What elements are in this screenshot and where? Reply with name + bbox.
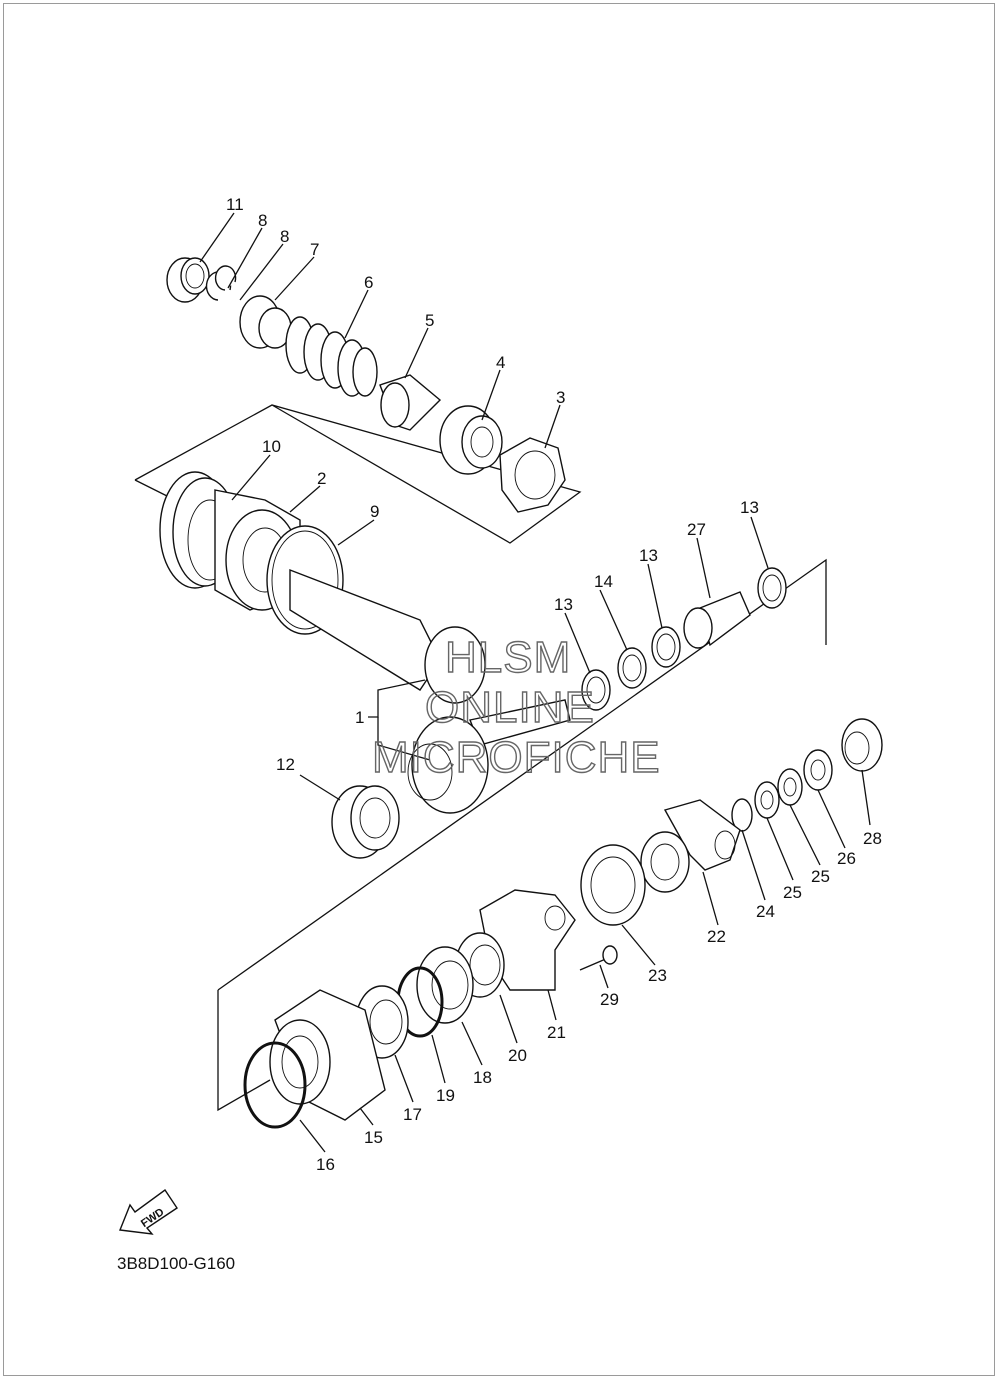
callout-4: 4	[496, 353, 505, 372]
lower-assembly-outline-top	[217, 558, 827, 991]
part-7-washer[interactable]	[239, 295, 292, 349]
part-13-washer-b[interactable]	[651, 626, 681, 668]
callout-5: 5	[425, 311, 434, 330]
watermark-line-3: MICROFICHE	[372, 733, 661, 782]
part-25-washer-a[interactable]	[754, 781, 780, 819]
callout-1: 1	[355, 708, 364, 727]
part-25-washer-b[interactable]	[777, 768, 803, 806]
callout-3: 3	[556, 388, 565, 407]
part-5-slider[interactable]	[379, 374, 442, 431]
callout-22: 22	[707, 927, 726, 946]
part-18-bearing[interactable]	[416, 946, 474, 1024]
callout-25: 25	[811, 867, 830, 886]
callout-7: 7	[310, 240, 319, 259]
part-12-needle-bearing[interactable]	[331, 785, 400, 859]
callout-14: 14	[594, 572, 613, 591]
callout-17: 17	[403, 1105, 422, 1124]
watermark: HLSM ONLINE MICROFICHE	[371, 632, 661, 782]
callout-21: 21	[547, 1023, 566, 1042]
callout-19: 19	[436, 1086, 455, 1105]
part-22-yoke[interactable]	[640, 799, 741, 893]
callout-25: 25	[783, 883, 802, 902]
lower-assembly-outline	[217, 990, 271, 1112]
callout-27: 27	[687, 520, 706, 539]
callout-13: 13	[740, 498, 759, 517]
callout-28: 28	[863, 829, 882, 848]
fwd-arrow-icon: FWD	[119, 1189, 178, 1235]
callout-29: 29	[600, 990, 619, 1009]
watermark-line-1: HLSM	[445, 633, 571, 682]
callout-9: 9	[370, 502, 379, 521]
diagram-frame	[3, 3, 995, 1376]
part-1-shaft-gear-assembly[interactable]	[289, 568, 571, 814]
callout-13: 13	[639, 546, 658, 565]
part-11-needle-bearing[interactable]	[166, 257, 210, 303]
part-6-spring[interactable]	[285, 316, 378, 397]
callout-11: 11	[226, 195, 244, 214]
part-26-nut[interactable]	[803, 749, 833, 791]
callout-26: 26	[837, 849, 856, 868]
callout-23: 23	[648, 966, 667, 985]
drawing-code: 3B8D100-G160	[117, 1254, 236, 1273]
callout-18: 18	[473, 1068, 492, 1087]
part-4-gear[interactable]	[439, 405, 503, 475]
callout-16: 16	[316, 1155, 335, 1174]
callout-15: 15	[364, 1128, 383, 1147]
part-27-spacer[interactable]	[683, 591, 751, 649]
part-29-bolt[interactable]	[579, 945, 618, 971]
callout-24: 24	[756, 902, 775, 921]
leader-lines	[199, 212, 871, 1153]
callout-13: 13	[554, 595, 573, 614]
watermark-line-2: ONLINE	[425, 683, 595, 732]
part-23-gear[interactable]	[580, 844, 646, 926]
part-14-bearing[interactable]	[617, 647, 647, 689]
upper-assembly-outline	[134, 404, 582, 544]
callout-12: 12	[276, 755, 295, 774]
callout-8: 8	[258, 211, 267, 230]
callout-2: 2	[317, 469, 326, 488]
part-3-nut[interactable]	[499, 437, 566, 513]
callout-20: 20	[508, 1046, 527, 1065]
callout-labels: 11 8 8 7 6 5 4 3 10 2 9 13 27 13 14 13 1…	[226, 195, 882, 1174]
part-28-cap[interactable]	[841, 718, 883, 772]
callout-8: 8	[280, 227, 289, 246]
callout-10: 10	[262, 437, 281, 456]
part-13-washer-a[interactable]	[581, 669, 611, 711]
callout-6: 6	[364, 273, 373, 292]
part-16-o-ring[interactable]	[243, 1041, 307, 1129]
part-13-washer-c[interactable]	[757, 567, 787, 609]
